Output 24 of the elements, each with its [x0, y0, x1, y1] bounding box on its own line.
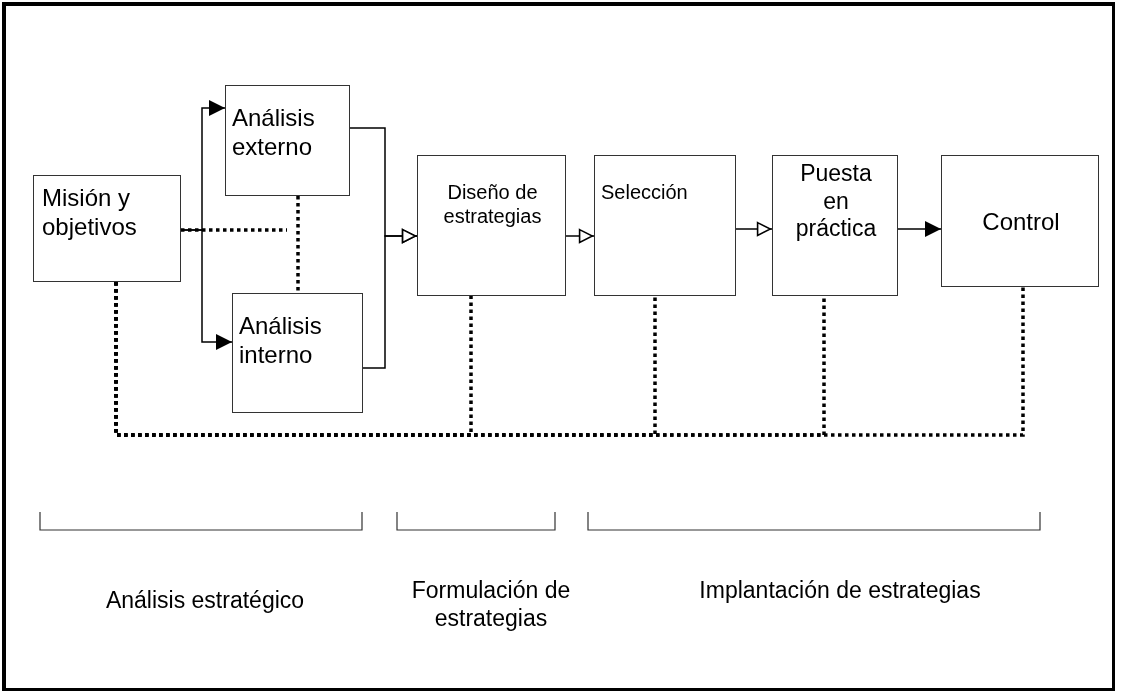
phase-label: Análisis estratégico	[104, 587, 306, 615]
arrow	[565, 228, 595, 244]
arrow	[735, 221, 773, 237]
process-box	[33, 175, 181, 282]
process-box	[772, 155, 898, 296]
process-box	[225, 85, 350, 196]
node-label: Análisis interno	[239, 312, 323, 370]
dotted-connector	[296, 196, 300, 293]
node-label: Selección	[601, 180, 689, 204]
dotted-connector	[114, 282, 1025, 437]
phase-label: Implantación de estrategias	[698, 577, 982, 605]
process-box	[594, 155, 736, 296]
node-label: Misión y objetivos	[42, 184, 138, 242]
process-box	[941, 155, 1099, 287]
arrow	[362, 228, 418, 369]
arrow	[897, 221, 942, 237]
phase-label: Formulación de estrategias	[410, 577, 572, 633]
node-label: Análisis externo	[232, 104, 316, 162]
process-box	[417, 155, 566, 296]
node-label: Control	[981, 208, 1061, 237]
node-label: Diseño de estrategias	[442, 180, 543, 228]
node-label: Puesta en práctica	[794, 160, 878, 243]
process-box	[232, 293, 363, 413]
dotted-connector	[181, 228, 287, 232]
